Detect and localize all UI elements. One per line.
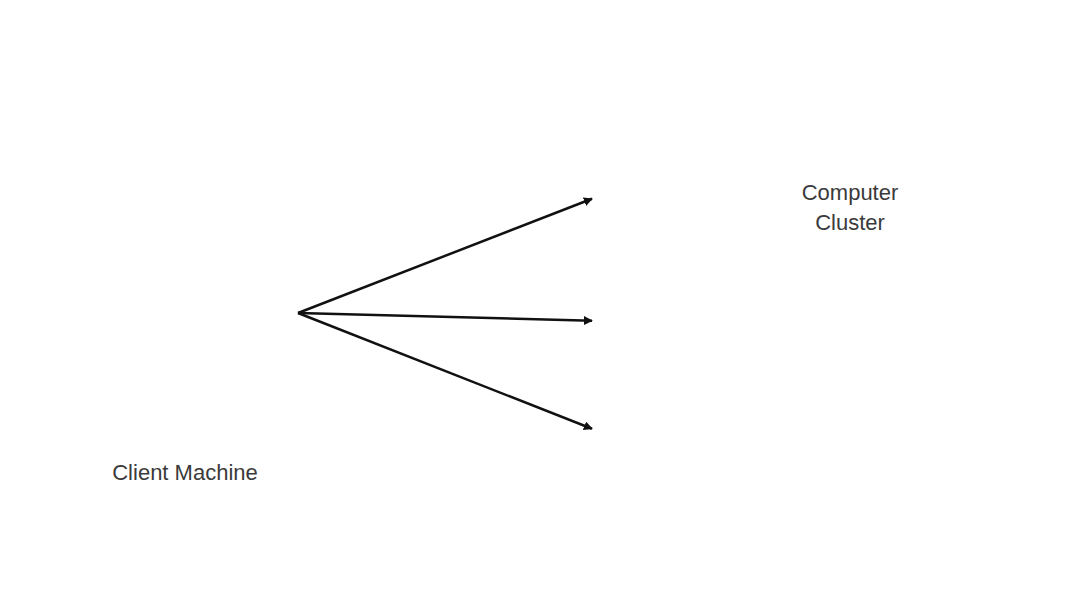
- frame: [62, 44, 1042, 603]
- frame-shadow: [1046, 0, 1066, 603]
- server-illustration: [596, 138, 758, 236]
- server-node: [596, 260, 758, 358]
- arrow-connector: [298, 199, 592, 313]
- cloud-illustration: [488, 100, 1023, 495]
- matlab-logo: [686, 276, 712, 298]
- client-label: Client Machine: [60, 460, 310, 486]
- matlab-logo: [662, 142, 688, 164]
- cluster-cloud: Computer Cluster: [488, 100, 1023, 495]
- server-illustration: [596, 368, 758, 466]
- client-illustration: [70, 145, 300, 500]
- matlab-logo: [686, 154, 712, 176]
- server-illustration: [596, 260, 758, 358]
- matlab-logo: [662, 372, 688, 394]
- matlab-logo: [686, 384, 712, 406]
- client-node: Client Machine: [70, 145, 300, 500]
- arrow-connector: [298, 313, 592, 321]
- matlab-logo: [634, 276, 660, 298]
- matlab-logo: [130, 285, 166, 316]
- server-node: [596, 368, 758, 466]
- server-node: [596, 138, 758, 236]
- matlab-logo: [662, 264, 688, 286]
- matlab-logo: [634, 384, 660, 406]
- matlab-logo: [634, 154, 660, 176]
- arrow-connector: [298, 313, 592, 429]
- cluster-label: Computer Cluster: [770, 178, 930, 237]
